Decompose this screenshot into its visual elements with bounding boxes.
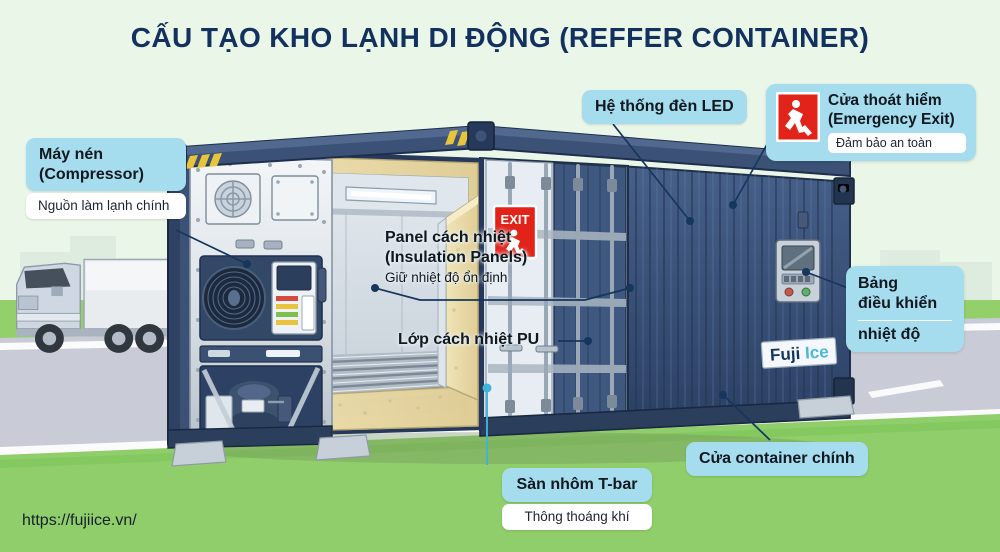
callout-emergency-exit: Cửa thoát hiểm (Emergency Exit) Đảm bảo …	[766, 84, 976, 162]
callout-emergency-exit-title-line2: (Emergency Exit)	[828, 110, 955, 128]
callout-compressor-title: Máy nén (Compressor)	[26, 138, 186, 192]
page-title: CẤU TẠO KHO LẠNH DI ĐỘNG (REFFER CONTAIN…	[130, 22, 870, 53]
svg-text:EXIT: EXIT	[501, 212, 530, 227]
callout-insulation-subtitle: Giữ nhiệt độ ổn định	[385, 270, 508, 285]
callout-floor-title: Sàn nhôm T-bar	[502, 468, 652, 502]
fuji-ice-logo: Fuji Ice	[760, 337, 838, 369]
callout-floor: Sàn nhôm T-bar Thông thoáng khí	[502, 468, 652, 530]
callout-led-title: Hệ thống đèn LED	[582, 90, 747, 124]
callout-insulation-title-line2: (Insulation Panels)	[385, 249, 528, 266]
temperature-control-panel	[775, 239, 821, 303]
callout-emergency-exit-title-line1: Cửa thoát hiểm	[828, 92, 942, 109]
callout-pu-layer-title: Lớp cách nhiệt PU	[398, 331, 540, 348]
status-indicator-lights	[276, 296, 298, 325]
callout-control-panel-line3: nhiệt độ	[858, 326, 921, 343]
leader-main-door	[722, 394, 771, 441]
leader-insulation	[374, 287, 631, 301]
callout-floor-subtitle: Thông thoáng khí	[502, 503, 652, 530]
compressor-unit	[229, 381, 293, 433]
callout-control-panel: Bảng điều khiển nhiệt độ	[846, 266, 964, 352]
exit-sign: EXIT	[492, 204, 538, 260]
callout-compressor-subtitle: Nguồn làm lạnh chính	[26, 193, 186, 220]
container-main-doors: EXIT	[479, 156, 629, 432]
reefer-container-illustration: Fuji Ice	[161, 121, 855, 467]
callout-led: Hệ thống đèn LED	[582, 90, 747, 124]
website-url[interactable]: https://fujiice.vn/	[22, 512, 137, 529]
leader-control-panel	[805, 271, 849, 289]
callout-control-panel-line2: điều khiển	[858, 295, 938, 312]
svg-text:Ice: Ice	[804, 342, 829, 362]
leader-led	[612, 123, 691, 222]
hazard-stripes-left	[185, 153, 222, 169]
svg-text:Fuji: Fuji	[770, 344, 801, 365]
callout-emergency-exit-title: Cửa thoát hiểm (Emergency Exit)	[828, 92, 966, 129]
callout-insulation-title-line1: Panel cách nhiệt	[385, 229, 512, 246]
container-supports	[171, 395, 855, 467]
leader-compressor	[175, 229, 248, 265]
callout-compressor-title-line2: (Compressor)	[39, 165, 144, 183]
callout-insulation-panels: Panel cách nhiệt (Insulation Panels) Giữ…	[385, 228, 625, 287]
emergency-exit-icon	[776, 92, 820, 142]
truck-wheels	[34, 324, 164, 353]
callout-pu-layer: Lớp cách nhiệt PU	[398, 330, 539, 350]
callout-compressor: Máy nén (Compressor) Nguồn làm lạnh chín…	[26, 138, 186, 220]
callout-divider	[858, 320, 952, 321]
running-man-glyph	[506, 229, 527, 256]
callout-control-panel-line1: Bảng	[858, 275, 898, 292]
callout-emergency-exit-subtitle: Đảm bảo an toàn	[828, 133, 966, 154]
callout-compressor-title-line1: Máy nén	[39, 146, 104, 163]
callout-main-door: Cửa container chính	[686, 442, 868, 476]
container-rear-doors: Fuji Ice	[619, 164, 855, 420]
callout-main-door-title: Cửa container chính	[686, 442, 868, 476]
